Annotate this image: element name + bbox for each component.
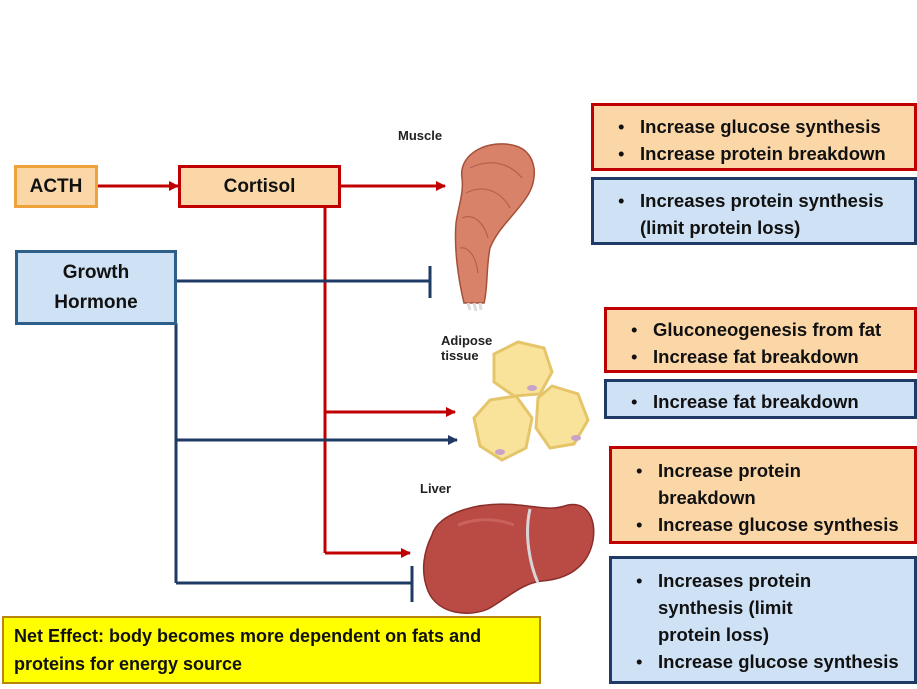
muscle-illustration	[454, 143, 535, 312]
effect-item: Increase protein breakdown	[636, 457, 908, 511]
net-effect-banner: Net Effect: body becomes more dependent …	[2, 616, 541, 684]
effect-item: Increase fat breakdown	[631, 343, 908, 370]
liver-gh-effects: Increases protein synthesis (limit prote…	[609, 556, 917, 684]
effect-item: Increases protein synthesis (limit prote…	[636, 567, 908, 648]
muscle-cortisol-effects: Increase glucose synthesis Increase prot…	[591, 103, 917, 171]
effect-item: Increase fat breakdown	[631, 388, 908, 415]
effect-item: Increases protein synthesis (limit prote…	[618, 187, 908, 241]
liver-illustration	[422, 503, 595, 614]
muscle-gh-effects: Increases protein synthesis (limit prote…	[591, 177, 917, 245]
effect-item: Increase glucose synthesis	[618, 113, 908, 140]
effect-item: Gluconeogenesis from fat	[631, 316, 908, 343]
effect-item: Increase glucose synthesis	[636, 511, 908, 538]
adipose-label: Adipose tissue	[441, 333, 493, 363]
muscle-label: Muscle	[398, 128, 443, 143]
liver-cortisol-effects: Increase protein breakdown Increase gluc…	[609, 446, 917, 544]
adipose-cortisol-effects: Gluconeogenesis from fat Increase fat br…	[604, 307, 917, 373]
effect-item: Increase glucose synthesis	[636, 648, 908, 675]
effect-item: Increase protein breakdown	[618, 140, 908, 167]
growth-hormone-node: Growth Hormone	[15, 250, 177, 325]
acth-node: ACTH	[14, 165, 98, 208]
cortisol-node: Cortisol	[178, 165, 341, 208]
adipose-gh-effects: Increase fat breakdown	[604, 379, 917, 419]
liver-label: Liver	[420, 481, 452, 496]
adipose-illustration	[472, 340, 590, 462]
